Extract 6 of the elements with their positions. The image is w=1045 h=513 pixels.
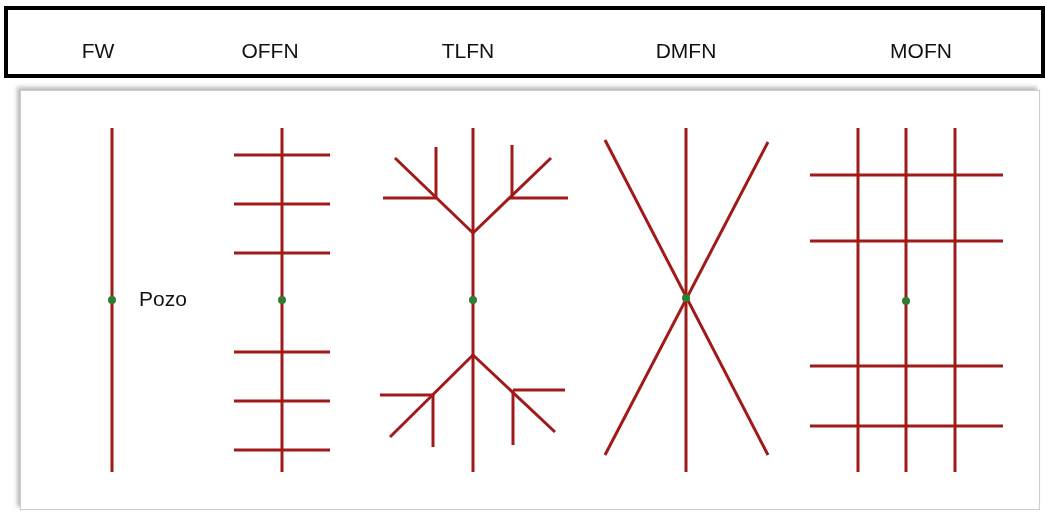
well-label: Pozo xyxy=(139,287,187,311)
column-heading: TLFN xyxy=(441,39,495,63)
column-heading: FW xyxy=(81,39,115,63)
column-heading: MOFN xyxy=(890,39,952,63)
column-heading: OFFN xyxy=(241,39,299,63)
column-heading: DMFN xyxy=(655,39,717,63)
